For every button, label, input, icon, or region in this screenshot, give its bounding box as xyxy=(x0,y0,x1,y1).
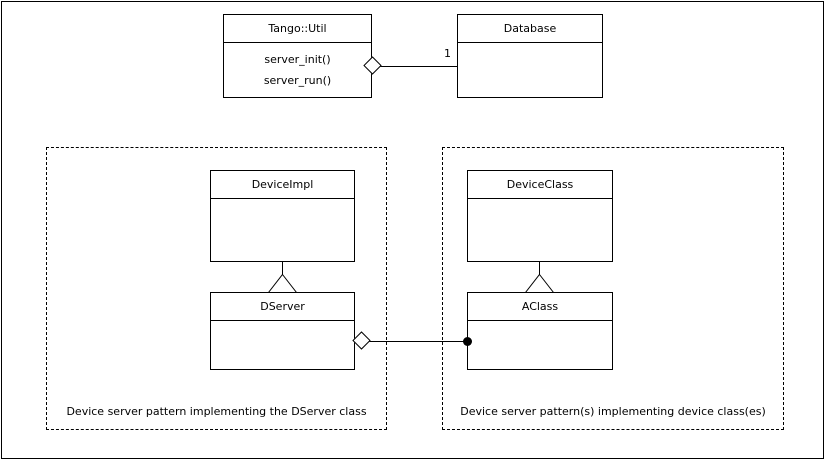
generalization-triangle-deviceclass xyxy=(524,273,555,293)
class-members-deviceclass xyxy=(468,199,612,261)
generalization-triangle-deviceimpl xyxy=(267,273,298,293)
multiplicity-label-database: 1 xyxy=(444,47,451,60)
class-member: server_init() xyxy=(264,53,331,66)
pattern-box-dserver: Device server pattern implementing the D… xyxy=(46,147,387,430)
association-line-dserver-aclass xyxy=(368,341,469,342)
class-name-deviceimpl: DeviceImpl xyxy=(211,171,354,199)
association-line-util-database xyxy=(379,66,457,67)
class-name-aclass: AClass xyxy=(468,293,612,321)
class-box-deviceclass[interactable]: DeviceClass xyxy=(467,170,613,262)
class-members-database xyxy=(458,43,602,97)
association-end-dot-aclass xyxy=(463,337,472,346)
class-member: server_run() xyxy=(263,74,332,87)
class-box-dserver[interactable]: DServer xyxy=(210,292,355,370)
class-box-aclass[interactable]: AClass xyxy=(467,292,613,370)
pattern-box-device-class: Device server pattern(s) implementing de… xyxy=(442,147,784,430)
class-name-database: Database xyxy=(458,15,602,43)
pattern-caption-dserver: Device server pattern implementing the D… xyxy=(66,405,367,418)
class-box-deviceimpl[interactable]: DeviceImpl xyxy=(210,170,355,262)
class-members-deviceimpl xyxy=(211,199,354,261)
class-members-dserver xyxy=(211,321,354,369)
class-box-tango-util[interactable]: Tango::Util server_init() server_run() xyxy=(223,14,372,98)
pattern-caption-device-class: Device server pattern(s) implementing de… xyxy=(460,405,766,418)
class-name-dserver: DServer xyxy=(211,293,354,321)
class-name-deviceclass: DeviceClass xyxy=(468,171,612,199)
class-members-aclass xyxy=(468,321,612,369)
class-box-database[interactable]: Database xyxy=(457,14,603,98)
class-name-tango-util: Tango::Util xyxy=(224,15,371,43)
class-members-tango-util: server_init() server_run() xyxy=(224,43,371,97)
